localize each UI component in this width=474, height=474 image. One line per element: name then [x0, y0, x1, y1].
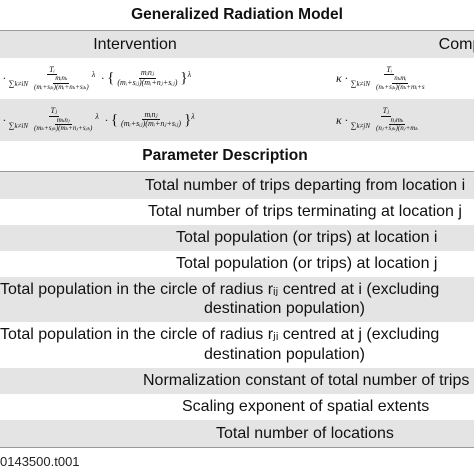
inner-fraction: mₖnⱼ (mₖ+sⱼₖ)(mₖ+nⱼ+sⱼₖ) — [32, 115, 94, 133]
main-fraction: Tᵢ ∑k≠iN nₖmᵢ (nₖ+sᵢₖ)(nₖ+mᵢ+s — [349, 64, 430, 91]
right-fraction: mᵢnⱼ (mᵢ+sᵢⱼ)(mᵢ+nⱼ+sᵢⱼ) — [115, 69, 179, 87]
description-cell: Scaling exponent of spatial extents — [182, 398, 430, 415]
right-numerator: mᵢnⱼ — [138, 68, 156, 79]
table-row: Total number of trips departing from loc… — [0, 172, 474, 199]
table-row: Total population (or trips) at location … — [0, 225, 474, 251]
description-cell: Total population in the circle of radius… — [0, 281, 440, 298]
exponent-lambda: λ — [91, 70, 96, 80]
formula-intervention-destination: κ · Tⱼ ∑k≠iN mₖnⱼ (mₖ+sⱼₖ)(mₖ+nⱼ+sⱼₖ) λ … — [0, 99, 195, 141]
rule — [0, 447, 474, 448]
inner-numerator: mₖnⱼ — [54, 115, 72, 126]
exponent-lambda: λ — [95, 111, 99, 121]
fraction-denominator: ∑k≠iN mᵢnₖ (mᵢ+sᵢₖ)(mᵢ+nₖ+sᵢₖ) λ — [8, 70, 96, 91]
column-header-comp: Comp — [438, 35, 474, 53]
table-footer-id: 0143500.t001 — [0, 454, 80, 469]
inner-numerator: mᵢnₖ — [53, 74, 70, 84]
sum-limits: k≠i — [356, 79, 366, 88]
table-row: Normalization constant of total number o… — [0, 368, 474, 394]
inner-fraction: nₖmᵢ (nₖ+sᵢₖ)(nₖ+mᵢ+s — [374, 74, 427, 91]
sum-upper: N — [23, 79, 29, 88]
inner-denominator: (mᵢ+sᵢₖ)(mᵢ+nₖ+sᵢₖ) — [34, 82, 89, 91]
description-cell: Total number of trips terminating at loc… — [148, 203, 462, 220]
column-header-row: Intervention Comp — [0, 31, 474, 58]
description-cell: Total population in the circle of radius… — [0, 326, 440, 343]
kappa-prefix: κ · — [336, 112, 348, 127]
parameter-heading-row: Parameter Description — [0, 141, 474, 171]
formula-comp-origin: κ · Tᵢ ∑k≠iN nₖmᵢ (nₖ+sᵢₖ)(nₖ+mᵢ+s — [336, 58, 431, 99]
column-header-intervention: Intervention — [93, 35, 177, 53]
inner-denominator: (mₖ+sⱼₖ)(mₖ+nⱼ+sⱼₖ) — [34, 124, 93, 133]
exponent-lambda: λ — [187, 70, 192, 79]
table-row: Total population in the circle of radius… — [0, 322, 474, 368]
inner-denominator: (nⱼ+sⱼₖ)(nⱼ+mₖ — [376, 124, 418, 133]
formula-row-origin: κ · Tᵢ ∑k≠iN mᵢnₖ (mᵢ+sᵢₖ)(mᵢ+nₖ+sᵢₖ) λ … — [0, 58, 474, 99]
table-row: Total number of locations — [0, 420, 474, 447]
table-row: Total population (or trips) at location … — [0, 251, 474, 277]
main-fraction: Tⱼ ∑k≠iN mₖnⱼ (mₖ+sⱼₖ)(mₖ+nⱼ+sⱼₖ) λ — [7, 106, 101, 133]
description-cell: Total population (or trips) at location … — [176, 255, 438, 272]
sum-upper: N — [365, 79, 371, 88]
fraction-numerator: Tⱼ — [48, 106, 60, 117]
main-fraction: Tᵢ ∑k≠iN mᵢnₖ (mᵢ+sᵢₖ)(mᵢ+nₖ+sᵢₖ) λ — [7, 64, 97, 91]
sum-limits: k≠i — [14, 121, 24, 130]
right-numerator: mᵢnⱼ — [142, 109, 160, 121]
formula-comp-destination: κ · Tⱼ ∑k≠jN nⱼmₖ (nⱼ+sⱼₖ)(nⱼ+mₖ — [336, 99, 424, 141]
exponent-lambda: λ — [191, 111, 195, 121]
fraction-denominator: ∑k≠iN mₖnⱼ (mₖ+sⱼₖ)(mₖ+nⱼ+sⱼₖ) λ — [8, 111, 99, 133]
inner-denominator: (nₖ+sᵢₖ)(nₖ+mᵢ+s — [376, 82, 425, 91]
inner-numerator: nⱼmₖ — [388, 115, 406, 126]
description-cell: Normalization constant of total number o… — [143, 372, 470, 389]
description-cell-continued: destination population) — [204, 346, 366, 363]
main-fraction: Tⱼ ∑k≠jN nⱼmₖ (nⱼ+sⱼₖ)(nⱼ+mₖ — [349, 106, 423, 133]
fraction-denominator: ∑k≠jN nⱼmₖ (nⱼ+sⱼₖ)(nⱼ+mₖ — [350, 115, 420, 133]
fraction-denominator: ∑k≠iN nₖmᵢ (nₖ+sᵢₖ)(nₖ+mᵢ+s — [350, 74, 427, 91]
table-row: Scaling exponent of spatial extents — [0, 394, 474, 420]
fraction-numerator: Tᵢ — [47, 64, 57, 76]
sum-limits: k≠i — [14, 79, 24, 88]
sum-upper: N — [365, 121, 371, 130]
kappa-prefix: κ · — [336, 71, 348, 85]
table-row: Total population in the circle of radius… — [0, 277, 474, 322]
sum-upper: N — [23, 121, 29, 130]
kappa-prefix: κ · — [0, 71, 6, 85]
rule — [0, 171, 474, 172]
formula-intervention-origin: κ · Tᵢ ∑k≠iN mᵢnₖ (mᵢ+sᵢₖ)(mᵢ+nₖ+sᵢₖ) λ … — [0, 58, 191, 99]
description-cell: Total number of trips departing from loc… — [145, 176, 466, 194]
sum-limits: k≠j — [356, 121, 366, 130]
description-cell: Total number of locations — [216, 424, 394, 442]
multiply-dot: · — [101, 71, 105, 85]
inner-fraction: mᵢnₖ (mᵢ+sᵢₖ)(mᵢ+nₖ+sᵢₖ) — [32, 74, 91, 91]
inner-numerator: nₖmᵢ — [392, 74, 409, 84]
formula-row-destination: κ · Tⱼ ∑k≠iN mₖnⱼ (mₖ+sⱼₖ)(mₖ+nⱼ+sⱼₖ) λ … — [0, 99, 474, 141]
fraction-numerator: Tᵢ — [384, 64, 395, 76]
kappa-prefix: κ · — [0, 112, 6, 127]
table-row: Total number of trips terminating at loc… — [0, 199, 474, 225]
inner-fraction: nⱼmₖ (nⱼ+sⱼₖ)(nⱼ+mₖ — [374, 115, 420, 133]
right-denominator: (mᵢ+sᵢⱼ)(mᵢ+nⱼ+sᵢⱼ) — [121, 119, 182, 129]
fraction-numerator: Tⱼ — [380, 106, 392, 117]
description-cell-continued: destination population) — [204, 300, 366, 317]
multiply-dot: · — [104, 112, 108, 127]
rule — [0, 30, 474, 31]
table-title-row: Generalized Radiation Model — [0, 0, 474, 30]
table-title: Generalized Radiation Model — [131, 6, 343, 23]
description-cell: Total population (or trips) at location … — [176, 229, 438, 246]
parameter-heading: Parameter Description — [142, 147, 308, 164]
right-fraction: mᵢnⱼ (mᵢ+sᵢⱼ)(mᵢ+nⱼ+sᵢⱼ) — [119, 109, 183, 129]
right-denominator: (mᵢ+sᵢⱼ)(mᵢ+nⱼ+sᵢⱼ) — [117, 77, 178, 87]
